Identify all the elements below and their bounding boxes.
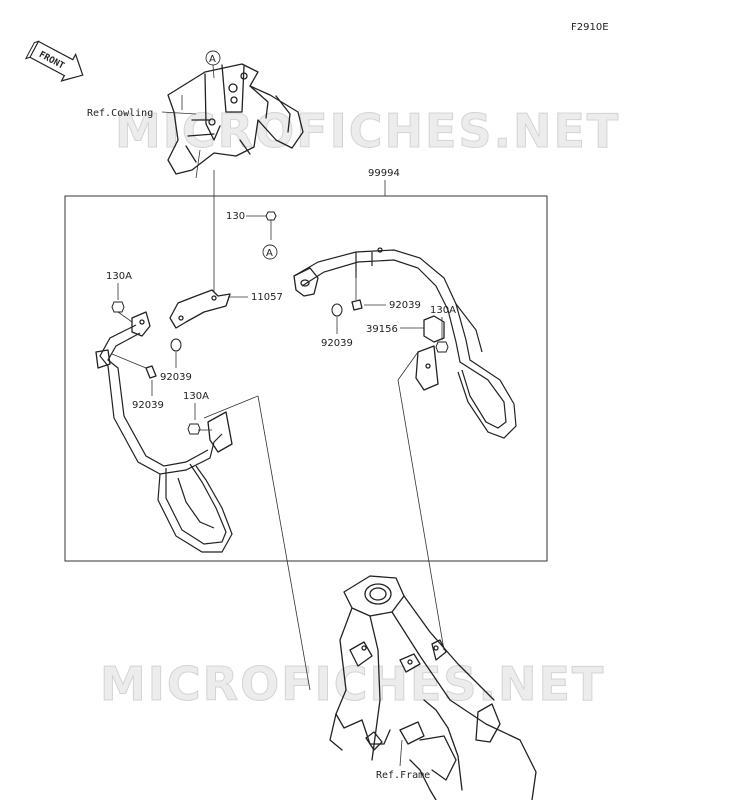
- svg-text:A: A: [209, 54, 216, 65]
- part-39156-label: 39156: [366, 324, 398, 335]
- part-130a-left-bottom-label: 130A: [183, 391, 209, 402]
- pad-39156: [423, 315, 445, 343]
- part-11057-label: 11057: [251, 292, 283, 303]
- part-130a-right-label: 130A: [430, 305, 456, 316]
- part-92039-left-a-label: 92039: [160, 372, 192, 383]
- cowling-bracket: [167, 63, 304, 179]
- part-92039-right-b-label: 92039: [321, 338, 353, 349]
- svg-text:A: A: [266, 248, 273, 259]
- bolt-130: [265, 211, 277, 240]
- bracket-11057: [169, 289, 231, 329]
- figure-code: F2910E: [571, 22, 609, 33]
- part-130-label: 130: [226, 211, 245, 222]
- callout-a-top: A: [205, 50, 221, 66]
- watermark-top: MICROFICHES.NET: [115, 104, 620, 158]
- right-crash-guard: [293, 247, 517, 439]
- collar-92039-left: [170, 338, 182, 352]
- bolt-130a-left-top: [111, 301, 133, 323]
- bolt-130a-right: [435, 341, 449, 353]
- assembly-number: 99994: [368, 168, 400, 179]
- part-130a-left-top-label: 130A: [106, 271, 132, 282]
- ref-frame-label: Ref.Frame: [376, 770, 430, 781]
- left-crash-guard: [95, 311, 233, 553]
- motorcycle-frame: [329, 575, 537, 800]
- collar-92039-right: [331, 303, 343, 317]
- ref-cowling-label: Ref.Cowling: [87, 108, 153, 119]
- front-arrow-icon: FRONT: [24, 40, 84, 82]
- bolt-130a-left-bottom: [187, 423, 212, 435]
- screw-92039-left: [145, 365, 157, 379]
- part-92039-left-b-label: 92039: [132, 400, 164, 411]
- callout-a-box: A: [262, 244, 278, 260]
- assembly-box: [64, 195, 548, 562]
- watermark-bottom: MICROFICHES.NET: [100, 657, 605, 711]
- part-92039-right-a-label: 92039: [389, 300, 421, 311]
- screw-92039-right: [351, 299, 363, 311]
